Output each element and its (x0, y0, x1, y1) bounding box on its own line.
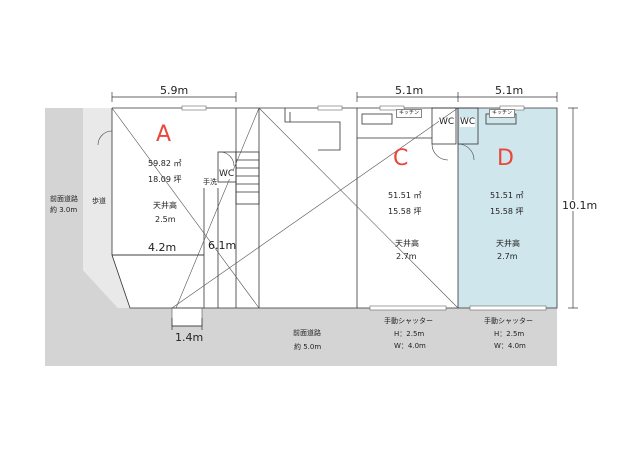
width-d-label: 5.1m (495, 84, 524, 97)
depth-label: 10.1m (562, 199, 598, 212)
wc-c-label: WC (439, 117, 455, 127)
shutter-d-label: 手動シャッター (484, 317, 533, 325)
unit-a-ceiling-height: 2.5m (155, 215, 176, 224)
unit-c-area-m2: 51.51 ㎡ (388, 191, 422, 200)
kitchen-c-label: キッチン (396, 109, 423, 118)
unit-a-ceiling-label: 天井高 (153, 201, 177, 210)
unit-c-area-tsubo: 15.58 坪 (388, 207, 422, 216)
door-swings (97, 130, 475, 167)
unit-d-ceiling-height: 2.7m (497, 252, 518, 261)
side-road-label: 前面道路 (50, 195, 78, 203)
shutter-d-height: H：2.5m (494, 330, 525, 338)
shutter-d-width: W：4.0m (494, 342, 526, 350)
shutter-c-label: 手動シャッター (384, 317, 433, 325)
unit-a-letter: A (156, 122, 172, 147)
entrance-step (171, 307, 203, 327)
unit-a-area-m2: 59.82 ㎡ (148, 159, 182, 168)
unit-a-area-tsubo: 18.09 坪 (148, 175, 182, 184)
width-a-label: 5.9m (160, 84, 189, 97)
front-road-label: 前面道路 (293, 329, 321, 337)
kitchen-d-label: キッチン (489, 109, 516, 118)
shutter-c-width: W：4.0m (394, 342, 426, 350)
side-road-width: 約 3.0m (50, 206, 78, 214)
shutter-marks (181, 105, 547, 311)
sidewalk-label: 歩道 (92, 197, 106, 205)
shutter-c-height: H：2.5m (394, 330, 425, 338)
side-road (45, 108, 118, 308)
front-road-width: 約 5.0m (294, 343, 322, 351)
unit-d-ceiling-label: 天井高 (496, 239, 520, 248)
inner-depth-a-label: 6.1m (208, 239, 237, 252)
sink-label: 手洗 (203, 178, 217, 186)
unit-d-letter: D (497, 146, 514, 171)
unit-c-letter: C (393, 146, 409, 171)
wc-a-label: WC (219, 169, 235, 179)
unit-c-ceiling-label: 天井高 (395, 239, 419, 248)
inner-width-a-label: 4.2m (148, 241, 177, 254)
width-c-label: 5.1m (395, 84, 424, 97)
sidewalk-area (83, 108, 130, 308)
unit-c-ceiling-height: 2.7m (396, 252, 417, 261)
diagonals (111, 107, 459, 309)
unit-d-fill (458, 108, 557, 308)
wc-d-label: WC (460, 117, 476, 127)
entrance-width-label: 1.4m (175, 331, 204, 344)
unit-d-area-tsubo: 15.58 坪 (490, 207, 524, 216)
unit-d-area-m2: 51.51 ㎡ (490, 191, 524, 200)
front-road (45, 308, 557, 366)
